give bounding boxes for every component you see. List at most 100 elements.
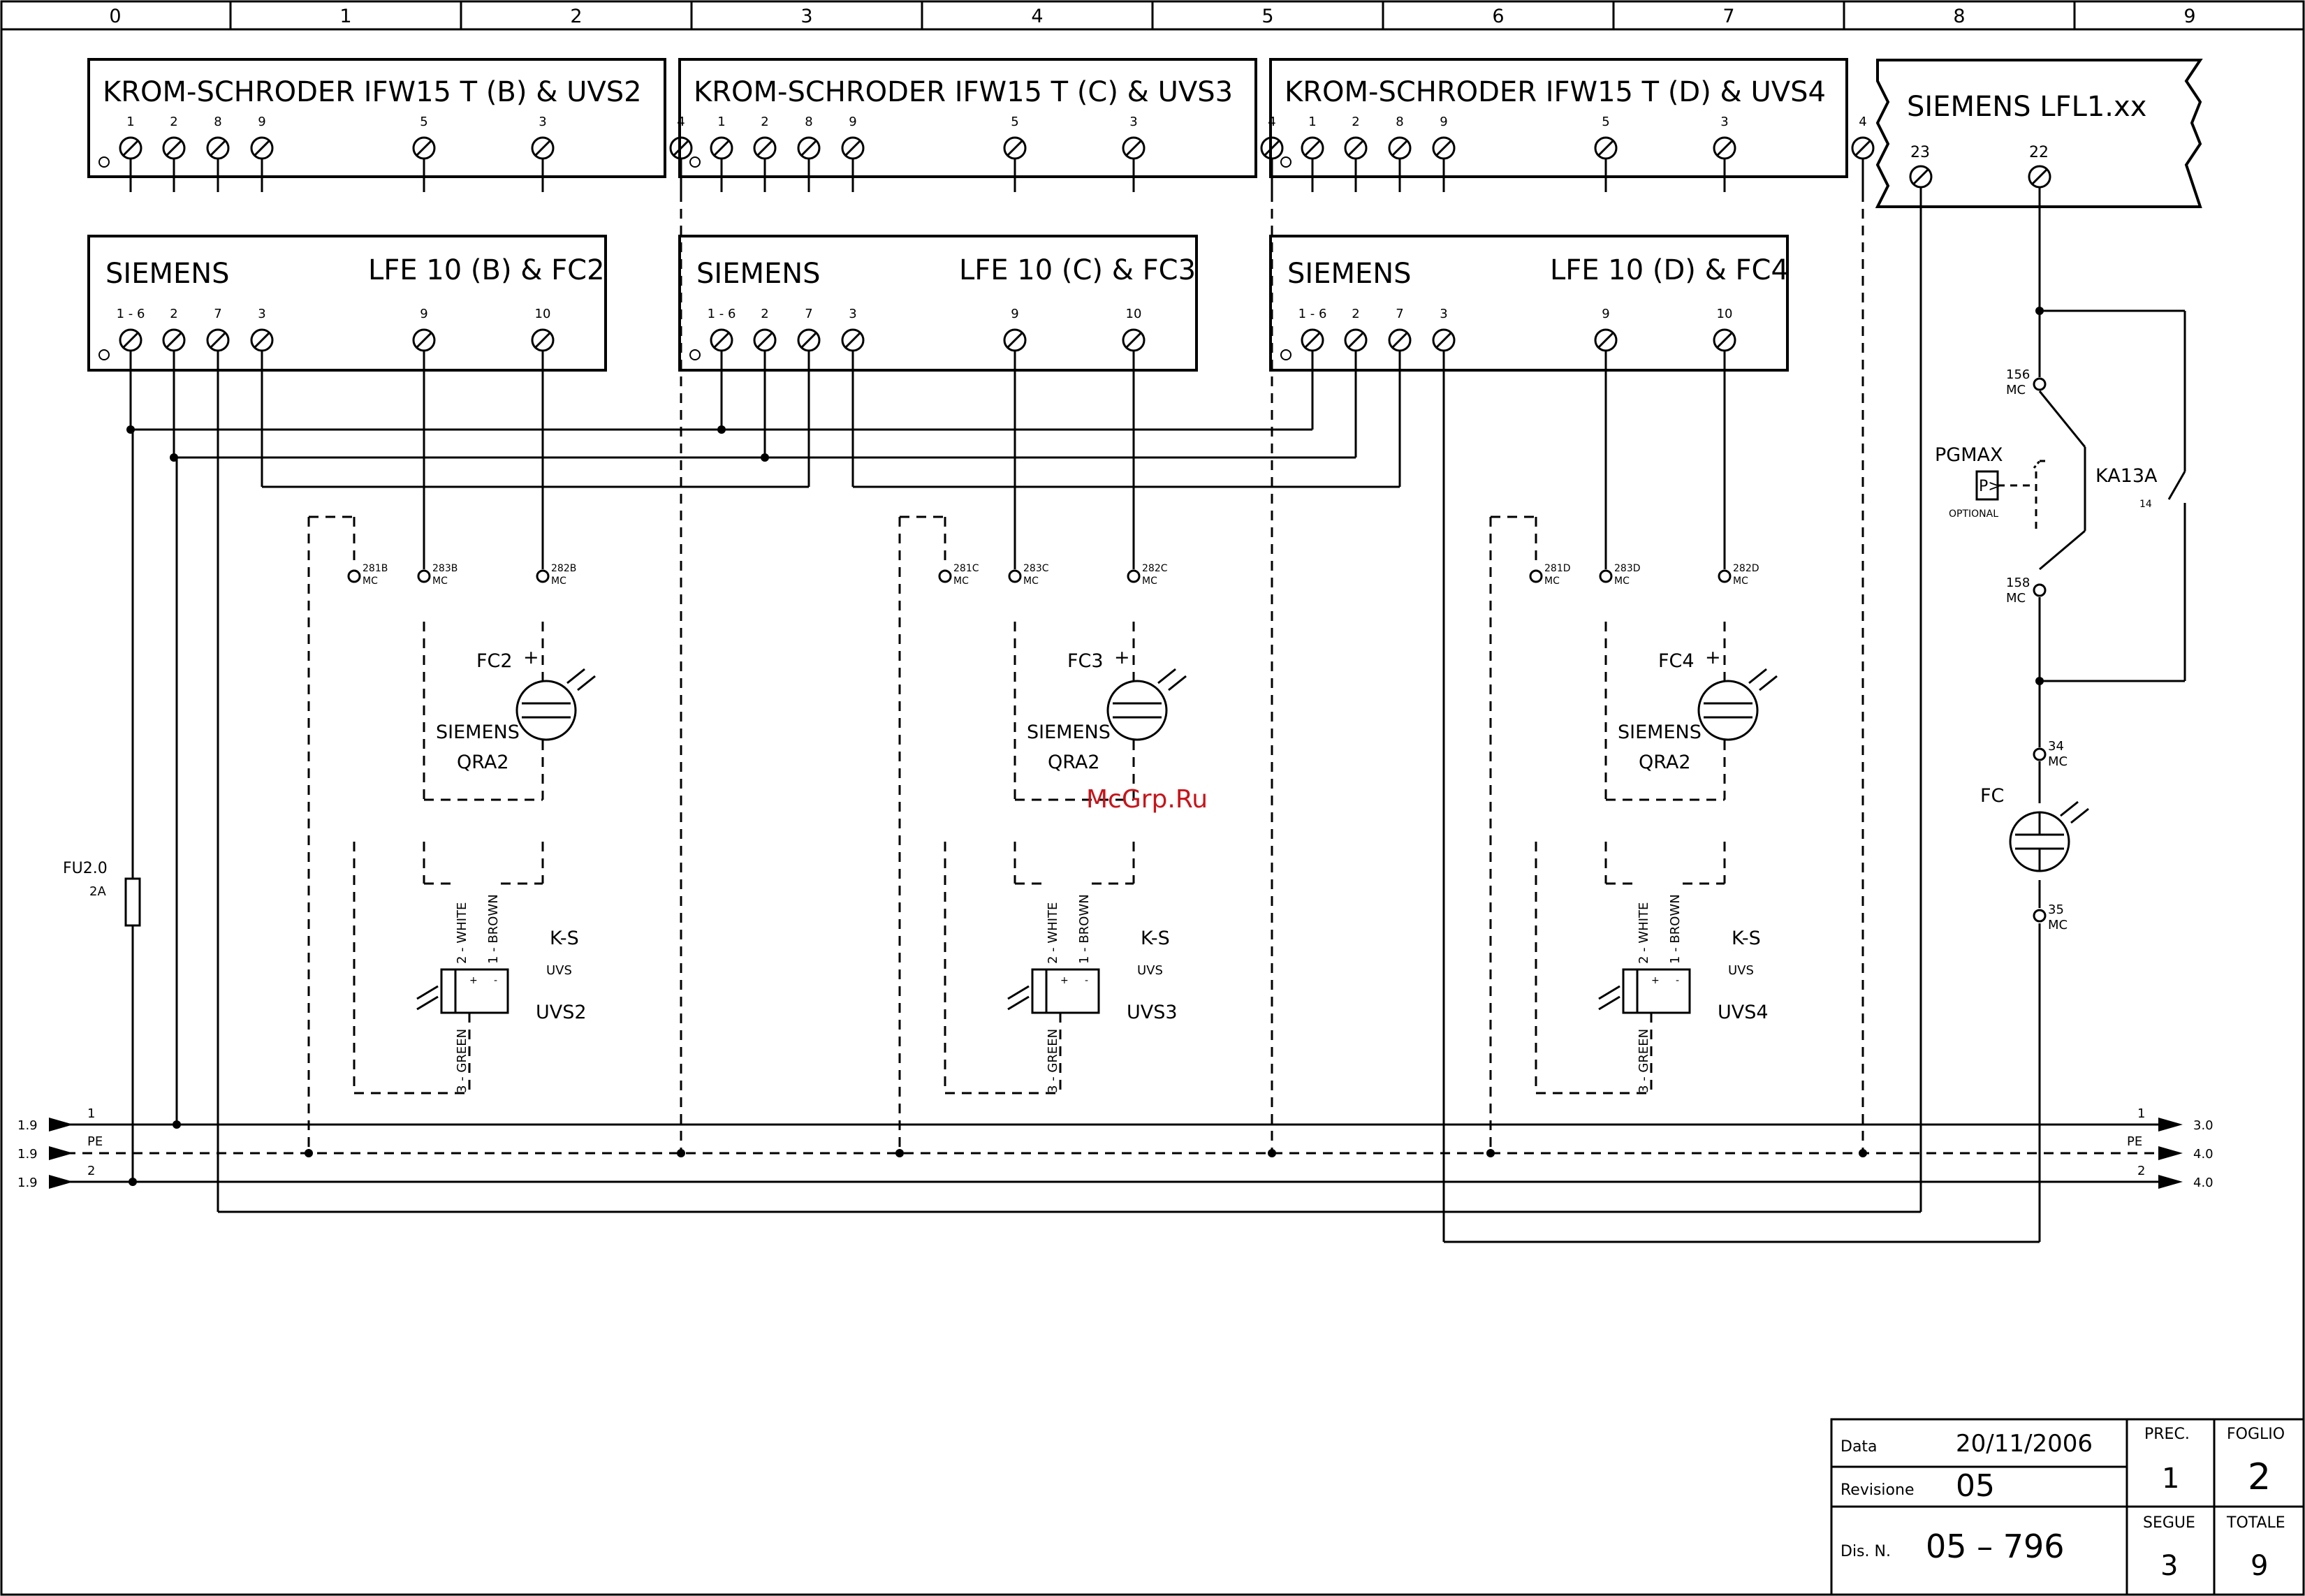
lfe10-model-c: LFE 10 (C) & FC3 — [959, 254, 1196, 286]
bus-1-wire-right: 1 — [2137, 1106, 2145, 1121]
ifw15-terminal-label: 1 — [1308, 115, 1316, 129]
fc-label: FC — [1980, 785, 2004, 807]
lfe10-brand-b: SIEMENS — [105, 258, 230, 290]
contact-283D-label: 283D — [1614, 563, 1641, 574]
foglio-label: FOGLIO — [2227, 1426, 2285, 1443]
contact-281C-label: 281C — [953, 563, 979, 574]
ifw15-terminal-label: 9 — [1440, 115, 1447, 129]
uv-type-d: UVS — [1728, 963, 1754, 978]
bus-pe-to: 4.0 — [2193, 1147, 2213, 1162]
ruler-col-9: 9 — [2183, 6, 2195, 27]
bus-1-to: 3.0 — [2193, 1118, 2213, 1133]
uv-name-c: UVS3 — [1127, 1002, 1178, 1023]
lfe10-terminal-label: 2 — [170, 307, 177, 321]
ifw15-terminal-screw — [1594, 136, 1618, 160]
contact-282B-label: 282B — [551, 563, 576, 574]
contact-282D — [1718, 569, 1732, 583]
ruler-col-4: 4 — [1031, 6, 1043, 27]
lfe10-box-c — [678, 235, 1198, 372]
contact-283C-label: 283C — [1023, 563, 1049, 574]
ifw15-terminal-screw — [162, 136, 186, 160]
totale-value: 9 — [2251, 1550, 2268, 1582]
right-circuit — [1919, 187, 2186, 1242]
dis-value: 05 – 796 — [1926, 1528, 2065, 1565]
ifw15-terminal-screw — [710, 136, 733, 160]
ifw15-title-c: KROM-SCHRODER IFW15 T (C) & UVS3 — [694, 76, 1233, 108]
uv-sensor-icon-d — [1622, 968, 1691, 1014]
contact-35 — [2033, 909, 2047, 923]
photocell-model-c: QRA2 — [1048, 752, 1100, 773]
lfl-terminal-22-screw — [2028, 165, 2051, 189]
bus-pe-wire-right: PE — [2127, 1134, 2142, 1149]
data-label: Data — [1841, 1438, 1878, 1456]
ifw15-box-b — [87, 58, 666, 178]
photocell-model-b: QRA2 — [457, 752, 509, 773]
uv-brown-wire-d: 1 - BROWN — [1668, 894, 1683, 964]
lfe10-terminal-label: 7 — [805, 307, 812, 321]
uv-type-c: UVS — [1137, 963, 1163, 978]
lfl-title: SIEMENS LFL1.xx — [1907, 91, 2146, 123]
lfe10-model-b: LFE 10 (B) & FC2 — [368, 254, 605, 286]
contact-34 — [2033, 747, 2047, 761]
uv-green-wire-d: 3 - GREEN — [1637, 1029, 1651, 1093]
contact-282D-label: 282D — [1733, 563, 1759, 574]
ifw15-terminal-label: 1 — [717, 115, 725, 129]
ifw15-terminal-screw — [841, 136, 865, 160]
contact-156 — [2033, 377, 2047, 391]
ruler-col-0: 0 — [109, 6, 121, 27]
lfe10-terminal-label: 3 — [849, 307, 856, 321]
lfe10-terminal-screw — [1122, 328, 1146, 352]
lfe10-terminal-screw — [1388, 328, 1412, 352]
ifw15-box-d — [1269, 58, 1848, 178]
lfe10-terminal-label: 10 — [1717, 307, 1733, 321]
ifw15-box-c — [678, 58, 1257, 178]
uv-white-wire-c: 2 - WHITE — [1046, 902, 1060, 964]
lfe10-terminal-label: 3 — [258, 307, 265, 321]
fuse-name: FU2.0 — [63, 860, 108, 877]
uv-minus-b: - — [494, 975, 497, 986]
contact-282B-sub: MC — [551, 576, 566, 587]
lfe10-terminal-label: 1 - 6 — [117, 307, 145, 321]
ifw15-terminal-label: 5 — [1602, 115, 1609, 129]
lfe10-terminal-label: 10 — [1126, 307, 1142, 321]
uv-name-d: UVS4 — [1718, 1002, 1769, 1023]
lfe10-terminal-screw — [206, 328, 230, 352]
ifw15-title-d: KROM-SCHRODER IFW15 T (D) & UVS4 — [1285, 76, 1826, 108]
ifw15-terminal-screw — [1713, 136, 1736, 160]
contact-283B-label: 283B — [432, 563, 458, 574]
pgmax-label: PGMAX — [1935, 444, 2003, 466]
ifw15-terminal-label: 2 — [761, 115, 768, 129]
contact-283C-sub: MC — [1023, 576, 1039, 587]
contact-281D-sub: MC — [1544, 576, 1560, 587]
uv-sensor-icon-c — [1031, 968, 1100, 1014]
lfl-terminal-23-screw — [1909, 165, 1933, 189]
ruler-col-6: 6 — [1492, 6, 1504, 27]
relay-pins: 14 — [2139, 499, 2152, 510]
ifw15-terminal-screw — [250, 136, 274, 160]
uv-green-wire-c: 3 - GREEN — [1046, 1029, 1060, 1093]
revisione-value: 05 — [1956, 1468, 1995, 1504]
photocell-polarity-c: + — [1114, 647, 1130, 668]
contact-281D-label: 281D — [1544, 563, 1571, 574]
uv-plus-c: + — [1060, 975, 1069, 986]
lfe10-terminal-label: 10 — [535, 307, 551, 321]
photocell-polarity-b: + — [523, 647, 539, 668]
contact-158-label: 158 — [2006, 576, 2030, 590]
uv-type-b: UVS — [546, 963, 572, 978]
contact-281B-sub: MC — [363, 576, 378, 587]
dis-label: Dis. N. — [1841, 1543, 1891, 1560]
photocell-brand-c: SIEMENS — [1027, 722, 1111, 743]
ruler-col-8: 8 — [1953, 6, 1965, 27]
contact-283D — [1599, 569, 1613, 583]
ifw15-terminal-label: 2 — [1352, 115, 1359, 129]
uv-sensor-icon-b — [440, 968, 509, 1014]
contact-156-sub: MC — [2006, 383, 2026, 397]
contact-282C-label: 282C — [1142, 563, 1168, 574]
contact-282B — [536, 569, 550, 583]
fuse-rating: 2A — [89, 884, 106, 899]
bus-2-from: 1.9 — [17, 1176, 38, 1190]
ifw15-terminal-screw — [1388, 136, 1412, 160]
photocell-name-d: FC4 — [1658, 650, 1695, 672]
